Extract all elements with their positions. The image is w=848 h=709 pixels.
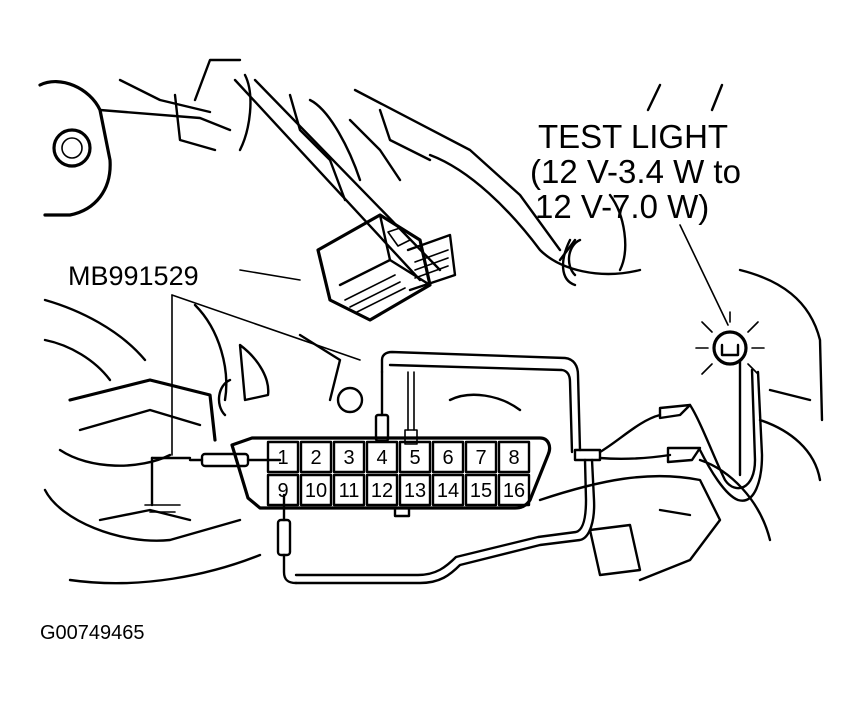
connector-pin-label: 13: [404, 480, 426, 502]
test-light-label-line2: (12 V-3.4 W to: [530, 153, 741, 190]
connector-pin-label: 11: [339, 480, 360, 502]
connector-pin-cell: [266, 440, 300, 474]
test-light-leader: [679, 224, 729, 326]
connector-pin-label: 6: [442, 447, 453, 469]
probe-pin-9: [276, 493, 298, 585]
connector-pin-label: 10: [305, 480, 327, 502]
probe-pin-4: [374, 370, 390, 443]
tester-box: [144, 456, 192, 513]
connector-pin-cell: [365, 473, 399, 507]
connector-pin-cell: [464, 440, 498, 474]
connector-pin-label: 14: [437, 480, 459, 502]
connector-pin-cell: [299, 473, 333, 507]
connector-pin-label: 16: [503, 480, 525, 502]
connector-pin-label: 15: [470, 480, 492, 502]
connector-pin-label: 4: [376, 447, 387, 469]
connector-pin-label: 7: [475, 447, 486, 469]
connector-pin-label: 1: [277, 447, 288, 469]
connector-pin-label: 5: [409, 447, 420, 469]
connector-pin-cell: [398, 473, 432, 507]
probe-pin-1: [188, 452, 282, 468]
connector-pin-cell: [497, 473, 531, 507]
probe-pin-5: [404, 371, 418, 445]
connector-pin-label: 9: [277, 480, 288, 502]
tool-label: MB991529: [68, 261, 199, 291]
connector-pin-cell: [431, 440, 465, 474]
connector-pin-cell: [299, 440, 333, 474]
tool-leader-lines: [171, 269, 361, 456]
connector-pin-label: 2: [310, 447, 321, 469]
connector-pin-cell: [398, 440, 432, 474]
connector-pin-cell: [332, 440, 366, 474]
connector-pin-label: 8: [508, 447, 519, 469]
connector-pin-cell: [431, 473, 465, 507]
connector-pin-label: 3: [343, 447, 354, 469]
connector-pin-label: 12: [371, 480, 393, 502]
connector-pin-cell: [332, 473, 366, 507]
test-light-label-line3: 12 V-7.0 W): [535, 188, 709, 225]
test-lead-wires: [294, 350, 764, 585]
test-light-bulb: [695, 311, 765, 375]
test-light-label-line1: TEST LIGHT: [538, 118, 728, 155]
engine-bay-background: [38, 58, 824, 585]
figure-id: G00749465: [40, 622, 145, 644]
connector-pin-cell: [497, 440, 531, 474]
connector-pin-cell: [464, 473, 498, 507]
